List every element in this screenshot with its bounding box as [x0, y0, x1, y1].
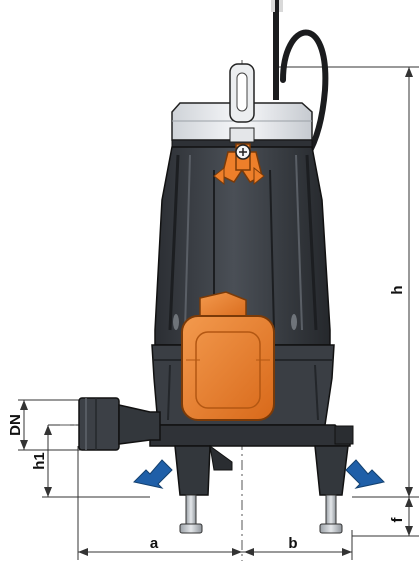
dim-label-f: f	[389, 517, 406, 523]
blue-arrow-left-icon	[132, 459, 173, 489]
dim-label-h: h	[389, 285, 406, 294]
dim-label-h1: h1	[31, 452, 48, 470]
dim-label-a: a	[150, 535, 159, 552]
dim-label-b: b	[288, 535, 297, 552]
float-switch	[181, 291, 275, 421]
discharge-outlet	[78, 397, 161, 451]
pump-legs	[174, 444, 349, 534]
float-clamp	[213, 127, 265, 186]
blue-arrow-right-icon	[345, 459, 386, 489]
dim-label-dn: DN	[7, 414, 24, 436]
